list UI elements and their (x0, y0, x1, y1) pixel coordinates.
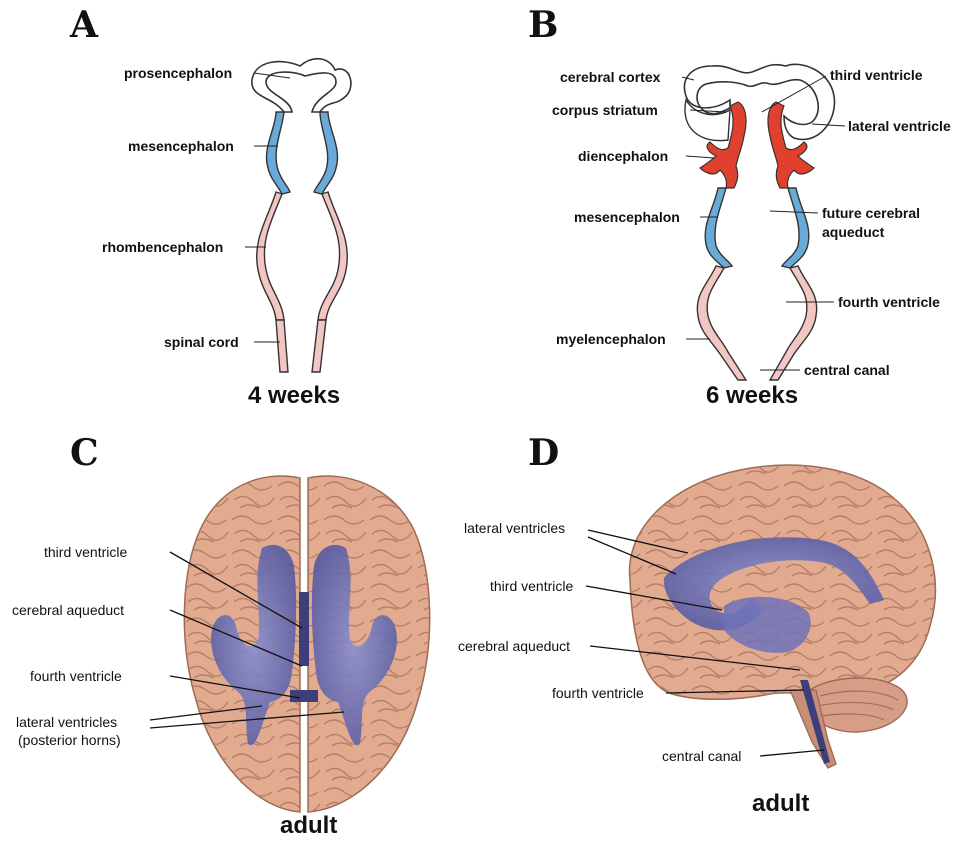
panel-b-letter: B (528, 4, 558, 46)
a-mesencephalon-left (267, 112, 290, 194)
a-rhombencephalon-left (257, 192, 284, 320)
b-myelencephalon-left (697, 266, 746, 380)
panel-d-letter: D (528, 432, 559, 474)
panel-d-brain-lateral-view (586, 465, 935, 768)
a-spinal-cord-left (276, 320, 288, 372)
b-label-lateral-ventricle: lateral ventricle (848, 118, 951, 134)
a-label-prosencephalon: prosencephalon (124, 65, 232, 81)
b-label-cerebral-cortex: cerebral cortex (560, 69, 660, 85)
b-label-aqueduct: aqueduct (822, 224, 884, 240)
panel-c-letter: C (70, 432, 99, 474)
c-label-posterior-horns: (posterior horns) (18, 732, 121, 748)
panel-c-brain-top-view (150, 476, 430, 812)
panel-a-neural-tube (245, 59, 351, 372)
b-caption: 6 weeks (706, 382, 798, 410)
b-mesencephalon-left (705, 188, 732, 268)
c-label-fourth-ventricle: fourth ventricle (30, 668, 122, 684)
a-prosencephalon-region (252, 59, 351, 112)
d-label-lateral-ventricles: lateral ventricles (464, 520, 565, 536)
b-label-mesencephalon: mesencephalon (574, 209, 680, 225)
b-mesencephalon-right (782, 188, 809, 268)
panel-b-neural-tube (682, 64, 845, 380)
a-rhombencephalon-right (318, 192, 347, 320)
a-label-spinal-cord: spinal cord (164, 334, 239, 350)
b-label-central-canal: central canal (804, 362, 890, 378)
a-mesencephalon-right (314, 112, 337, 194)
c-third-ventricle (299, 592, 309, 666)
a-spinal-cord-right (312, 320, 326, 372)
panel-a-letter: A (70, 4, 98, 46)
c-label-cerebral-aqueduct: cerebral aqueduct (12, 602, 124, 618)
b-label-future-cerebral: future cerebral (822, 205, 920, 221)
d-caption: adult (752, 790, 809, 818)
d-label-third-ventricle: third ventricle (490, 578, 573, 594)
a-label-mesencephalon: mesencephalon (128, 138, 234, 154)
d-label-cerebral-aqueduct: cerebral aqueduct (458, 638, 570, 654)
b-label-myelencephalon: myelencephalon (556, 331, 666, 347)
c-label-third-ventricle: third ventricle (44, 544, 127, 560)
d-label-central-canal: central canal (662, 748, 741, 764)
b-label-third-ventricle: third ventricle (830, 67, 923, 83)
b-label-fourth-ventricle: fourth ventricle (838, 294, 940, 310)
a-label-rhombencephalon: rhombencephalon (102, 239, 223, 255)
b-label-diencephalon: diencephalon (578, 148, 668, 164)
b-label-corpus-striatum: corpus striatum (552, 102, 658, 118)
d-label-fourth-ventricle: fourth ventricle (552, 685, 644, 701)
c-fourth-ventricle (290, 690, 318, 702)
a-caption: 4 weeks (248, 382, 340, 410)
c-caption: adult (280, 812, 337, 840)
c-label-lateral-ventricles: lateral ventricles (16, 714, 117, 730)
b-diencephalon-right (768, 102, 814, 188)
